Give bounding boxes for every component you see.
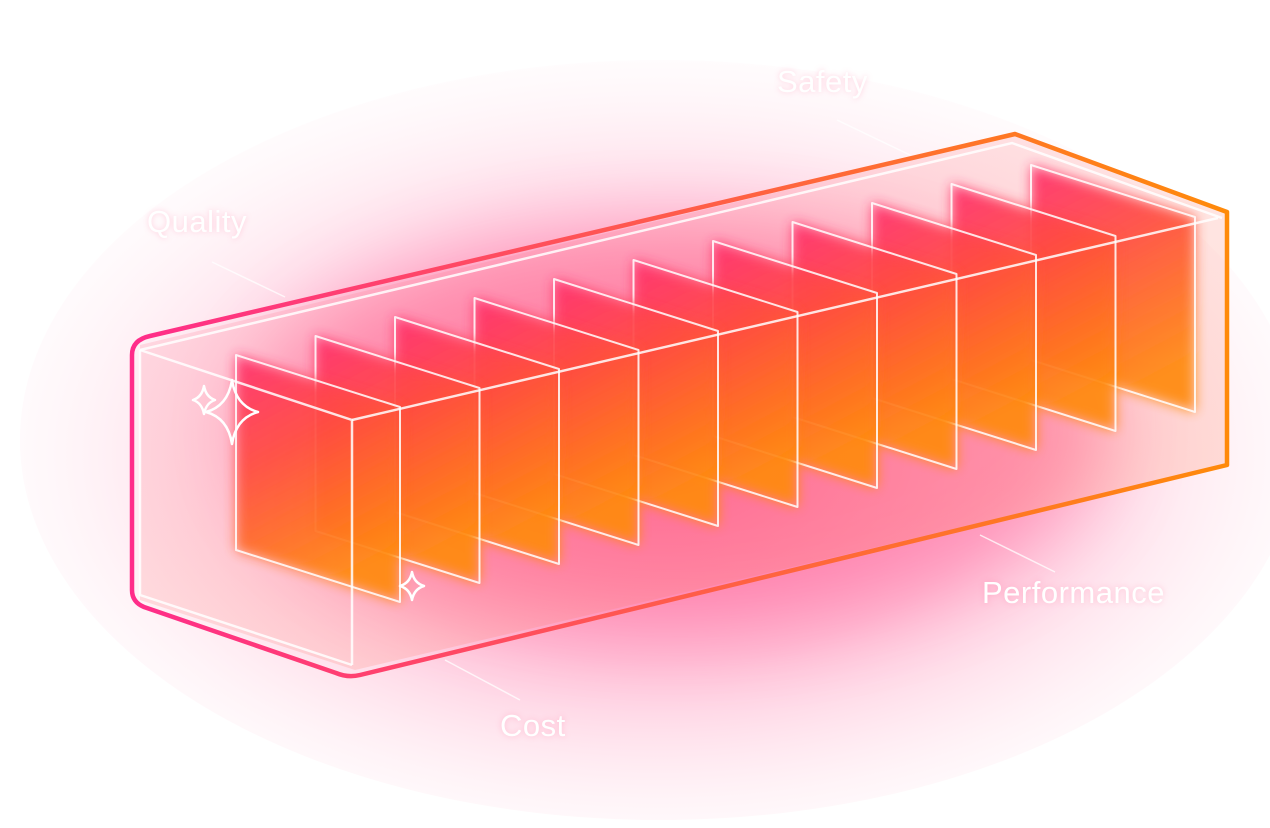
label-safety: Safety [777, 64, 868, 99]
panel-edge [235, 354, 401, 603]
leader-lines [211, 119, 1056, 701]
panel-stack [235, 164, 1196, 603]
label-quality: Quality [147, 204, 247, 239]
sparkle-icon [191, 378, 426, 602]
box-outline [129, 131, 1230, 679]
box-inner-edges [138, 141, 1223, 667]
label-cost: Cost [500, 708, 566, 743]
label-performance: Performance [982, 575, 1165, 610]
panel-fill [236, 355, 400, 602]
